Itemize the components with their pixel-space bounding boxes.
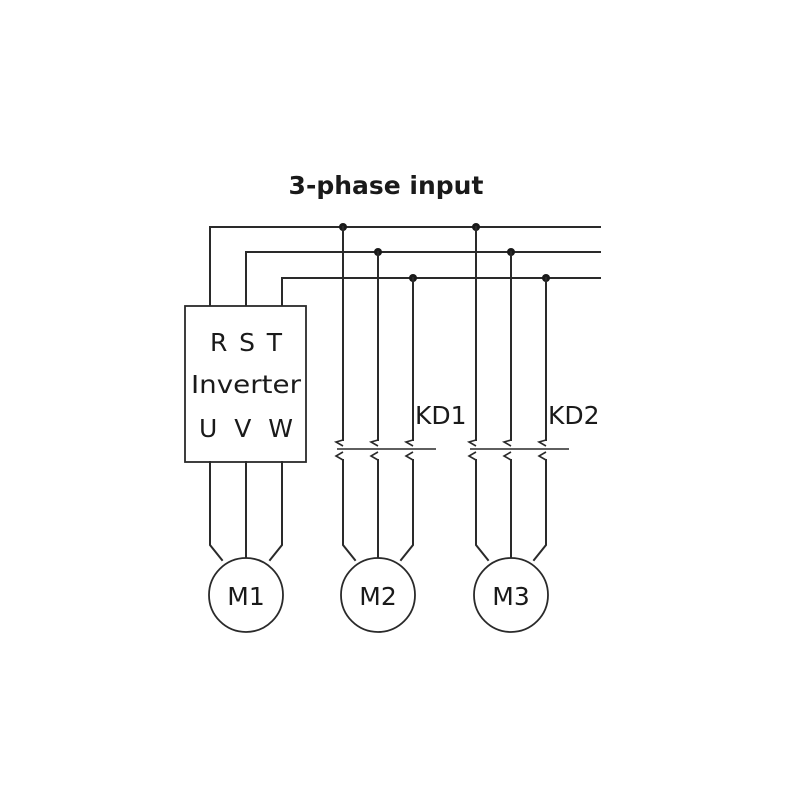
motor-m2-label: M2 — [359, 582, 396, 611]
kd2-branch: KD2 — [466, 226, 600, 562]
bus-line-s — [245, 251, 601, 307]
inverter-output-terminals: U V W — [199, 414, 293, 443]
motor-symbol — [340, 557, 416, 633]
diagram-title: 3-phase input — [289, 171, 484, 200]
m1-wire-w — [268, 461, 283, 562]
kd1-branch: KD1 — [333, 226, 467, 562]
motor-m3-label: M3 — [492, 582, 529, 611]
three-phase-bus — [209, 226, 601, 307]
motor-m1: M1 — [208, 557, 284, 633]
kd2-label: KD2 — [548, 401, 600, 430]
kd1-label: KD1 — [415, 401, 467, 430]
inverter-block: R S T Inverter U V W — [184, 305, 307, 463]
motor-m3: M3 — [473, 557, 549, 633]
kd2-contacts — [466, 439, 569, 461]
inverter-label: Inverter — [191, 370, 302, 399]
motor-m1-label: M1 — [227, 582, 264, 611]
m1-feed — [209, 461, 283, 562]
inverter-box — [184, 305, 307, 463]
bus-line-r — [209, 226, 601, 307]
motor-m2: M2 — [340, 557, 416, 633]
inverter-input-terminals: R S T — [210, 328, 283, 357]
motor-symbol — [208, 557, 284, 633]
m1-wire-u — [209, 461, 224, 562]
bus-line-t — [281, 277, 601, 307]
motor-symbol — [473, 557, 549, 633]
kd1-contacts — [333, 439, 436, 461]
